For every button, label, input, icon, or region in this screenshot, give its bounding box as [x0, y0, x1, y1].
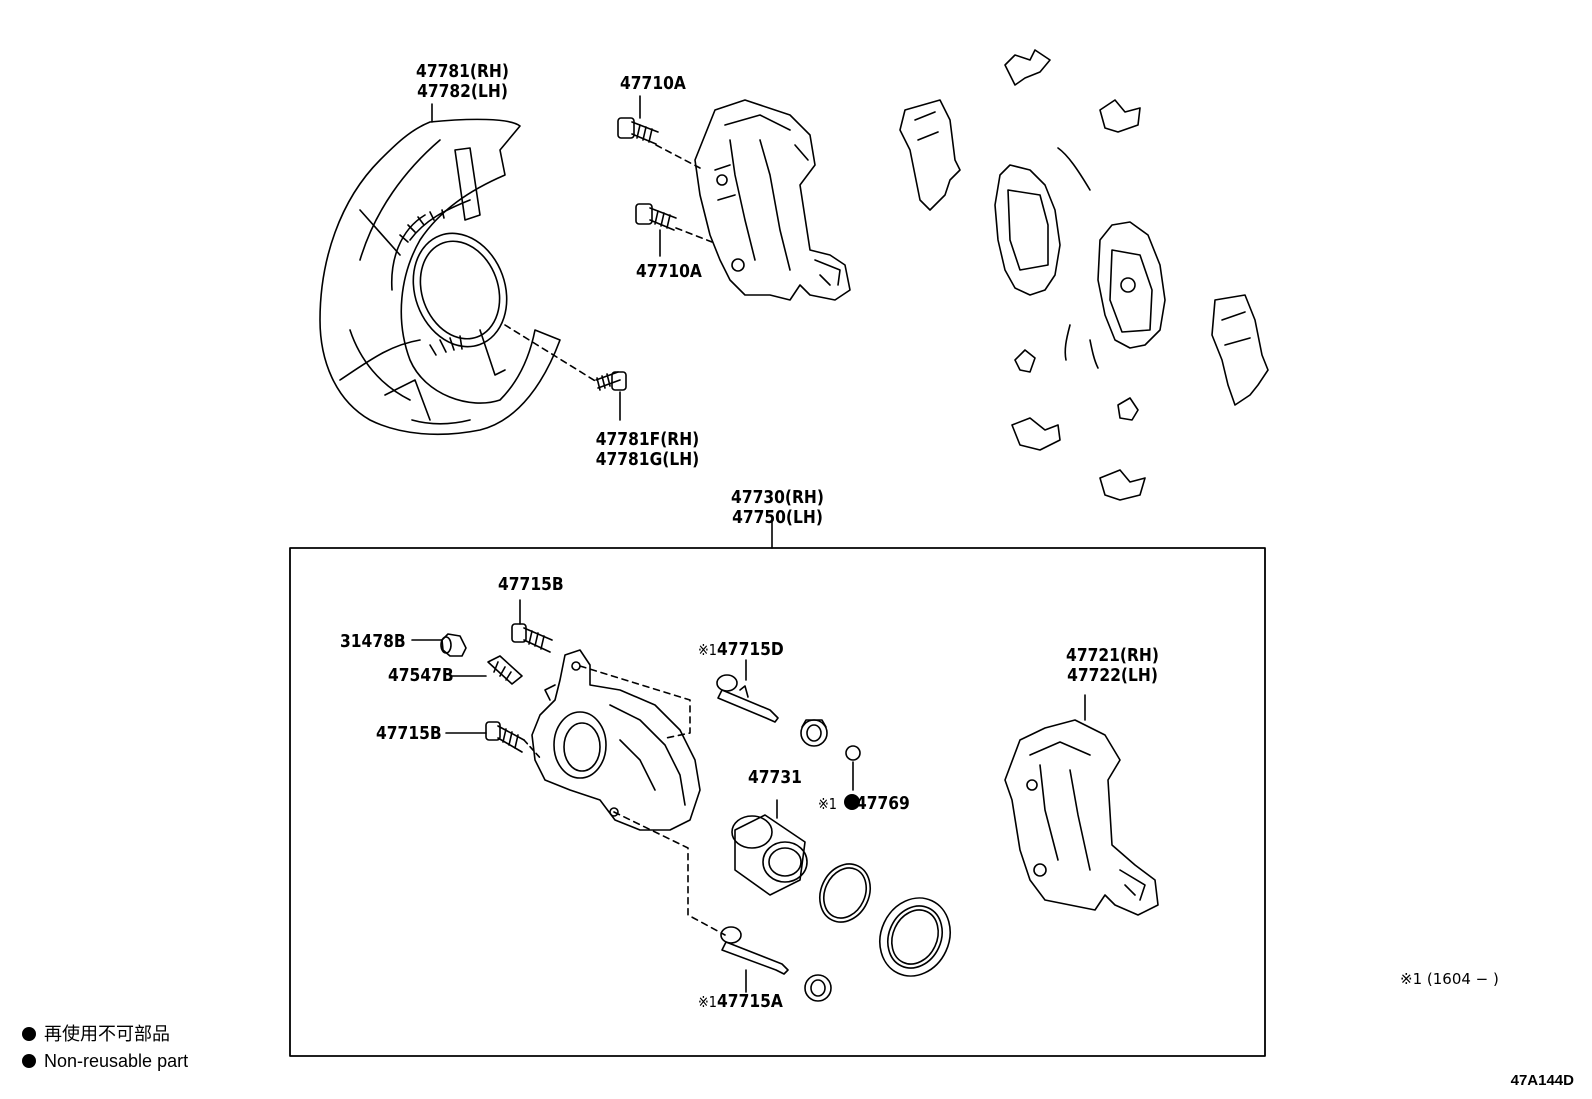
label-bolt-mid: 47710A [636, 261, 702, 282]
diagram-code: 47A144D [1510, 1072, 1574, 1089]
label-guide-pin-lower: ※147715A [698, 991, 783, 1012]
bolt-upper-drawing [512, 624, 552, 652]
label-bolt-lower: 47715B [376, 723, 442, 744]
label-mounting: 47721(RH) 47722(LH) [1066, 645, 1159, 686]
label-caliper-assembly: 47730(RH) 47750(LH) [731, 487, 824, 528]
label-piston: 47731 [748, 767, 802, 788]
non-reusable-marker [844, 794, 860, 810]
guide-pin-upper-drawing [717, 675, 778, 722]
legend-japanese: 再使用不可部品 [22, 1023, 170, 1045]
piston-boot-drawing [867, 886, 962, 987]
bolt-mid-drawing [636, 204, 676, 230]
lower-mounting-drawing [1005, 720, 1158, 915]
upper-mounting-drawing [695, 100, 850, 300]
applicability-note: ※1 (1604 − ) [1400, 970, 1499, 988]
legend-dot [22, 1027, 36, 1041]
bolt-top-drawing [618, 118, 658, 144]
boot-lower-drawing [805, 975, 831, 1001]
legend-english: Non-reusable part [22, 1050, 188, 1072]
label-bleeder-cap: 31478B [340, 631, 406, 652]
label-guide-pin-upper: ※147715D [698, 639, 784, 660]
pad-kit-drawing [900, 50, 1268, 500]
piston-drawing [732, 815, 807, 895]
small-seal-drawing [846, 746, 860, 760]
bolt-lower-drawing [486, 722, 524, 752]
dust-shield-drawing [320, 119, 560, 434]
legend-dot [22, 1054, 36, 1068]
label-bleeder-plug: 47547B [388, 665, 454, 686]
piston-seal-drawing [811, 856, 880, 931]
bleeder-plug-drawing [488, 656, 522, 684]
shield-bolt-drawing [596, 372, 626, 390]
label-dust-shield: 47781(RH) 47782(LH) [416, 61, 509, 102]
label-shield-bolt: 47781F(RH) 47781G(LH) [595, 429, 700, 470]
bleeder-cap-drawing [441, 634, 466, 656]
label-bolt-top: 47710A [620, 73, 686, 94]
boot-upper-drawing [801, 720, 827, 746]
label-bolt-upper: 47715B [498, 574, 564, 595]
guide-pin-lower-drawing [721, 927, 788, 974]
caliper-assembly-frame [290, 548, 1265, 1056]
